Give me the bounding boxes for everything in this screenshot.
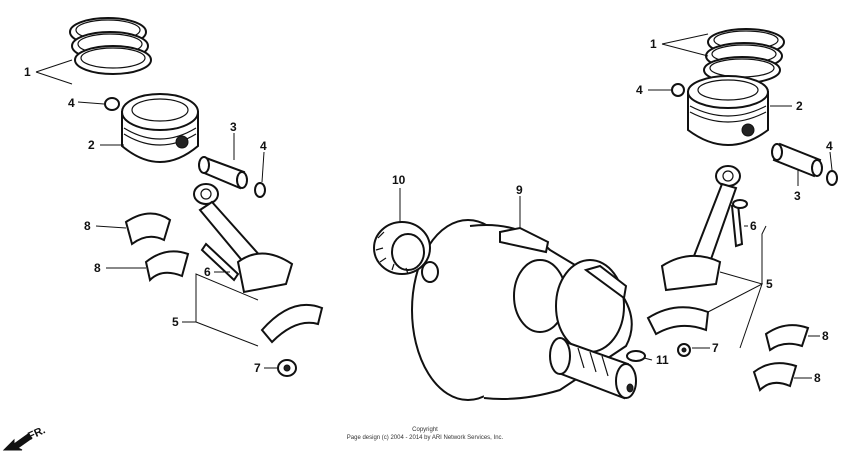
copyright-title: Copyright [412,427,438,433]
callout-5-left: 5 [172,315,179,329]
callout-2-right: 2 [796,99,803,113]
left-bearing-upper[interactable] [124,212,172,246]
callout-3-right: 3 [794,189,801,203]
callout-10: 10 [392,173,406,187]
copyright-text: Page design (c) 2004 - 2014 by ARI Netwo… [346,435,504,441]
left-rod-cap[interactable] [260,303,324,344]
callout-1-right: 1 [650,37,657,51]
callout-2-left: 2 [88,138,95,152]
front-label: FR. [26,424,47,442]
right-piston-rings[interactable] [703,28,785,84]
callout-4-left-side: 4 [260,139,267,153]
callout-8-left-upper: 8 [84,219,91,233]
left-piston-rings[interactable] [69,17,152,75]
right-bearing-lower[interactable] [752,362,798,392]
copyright-notice: Copyright Page design (c) 2004 - 2014 by… [300,426,550,442]
callout-8-right-upper: 8 [822,329,829,343]
callout-4-right-side: 4 [826,139,833,153]
callout-4-left-top: 4 [68,96,75,110]
callout-8-left-lower: 8 [94,261,101,275]
right-bearing-upper[interactable] [764,324,810,352]
front-arrow-icon [2,433,33,451]
callout-6-left: 6 [204,265,211,279]
callout-labels: 1 4 2 3 4 8 8 6 5 7 10 9 1 4 2 4 3 6 5 7… [24,37,833,385]
callout-6-right: 6 [750,219,757,233]
right-piston-pin[interactable] [771,142,823,178]
left-piston[interactable] [121,93,199,163]
right-piston-clip-top[interactable] [671,83,685,97]
right-piston[interactable] [687,75,769,146]
left-piston-pin[interactable] [198,156,248,190]
callout-4-right-top: 4 [636,83,643,97]
callout-7-left: 7 [254,361,261,375]
callout-9: 9 [516,183,523,197]
crankshaft[interactable] [411,219,637,401]
left-piston-clip-top[interactable] [104,97,120,111]
callout-11: 11 [656,353,669,367]
left-bearing-lower[interactable] [144,250,190,282]
right-connecting-rod[interactable] [660,165,741,292]
front-direction-marker: FR. [2,424,47,451]
right-piston-clip-side[interactable] [826,170,838,186]
callout-7-right: 7 [712,341,719,355]
crankshaft-gear[interactable] [373,221,431,275]
callout-3-left: 3 [230,120,237,134]
callout-1-left: 1 [24,65,31,79]
leader-lines [35,33,833,379]
right-rod-nut[interactable] [677,343,691,357]
right-rod-bolt[interactable] [730,199,748,248]
left-rod-bolt[interactable] [200,242,240,282]
callout-5-right: 5 [766,277,773,291]
right-rod-cap[interactable] [646,306,710,336]
left-connecting-rod[interactable] [193,183,294,294]
left-rod-nut[interactable] [277,359,297,377]
woodruff-key[interactable] [626,350,646,362]
callout-8-right-lower: 8 [814,371,821,385]
left-piston-clip-side[interactable] [254,182,266,198]
